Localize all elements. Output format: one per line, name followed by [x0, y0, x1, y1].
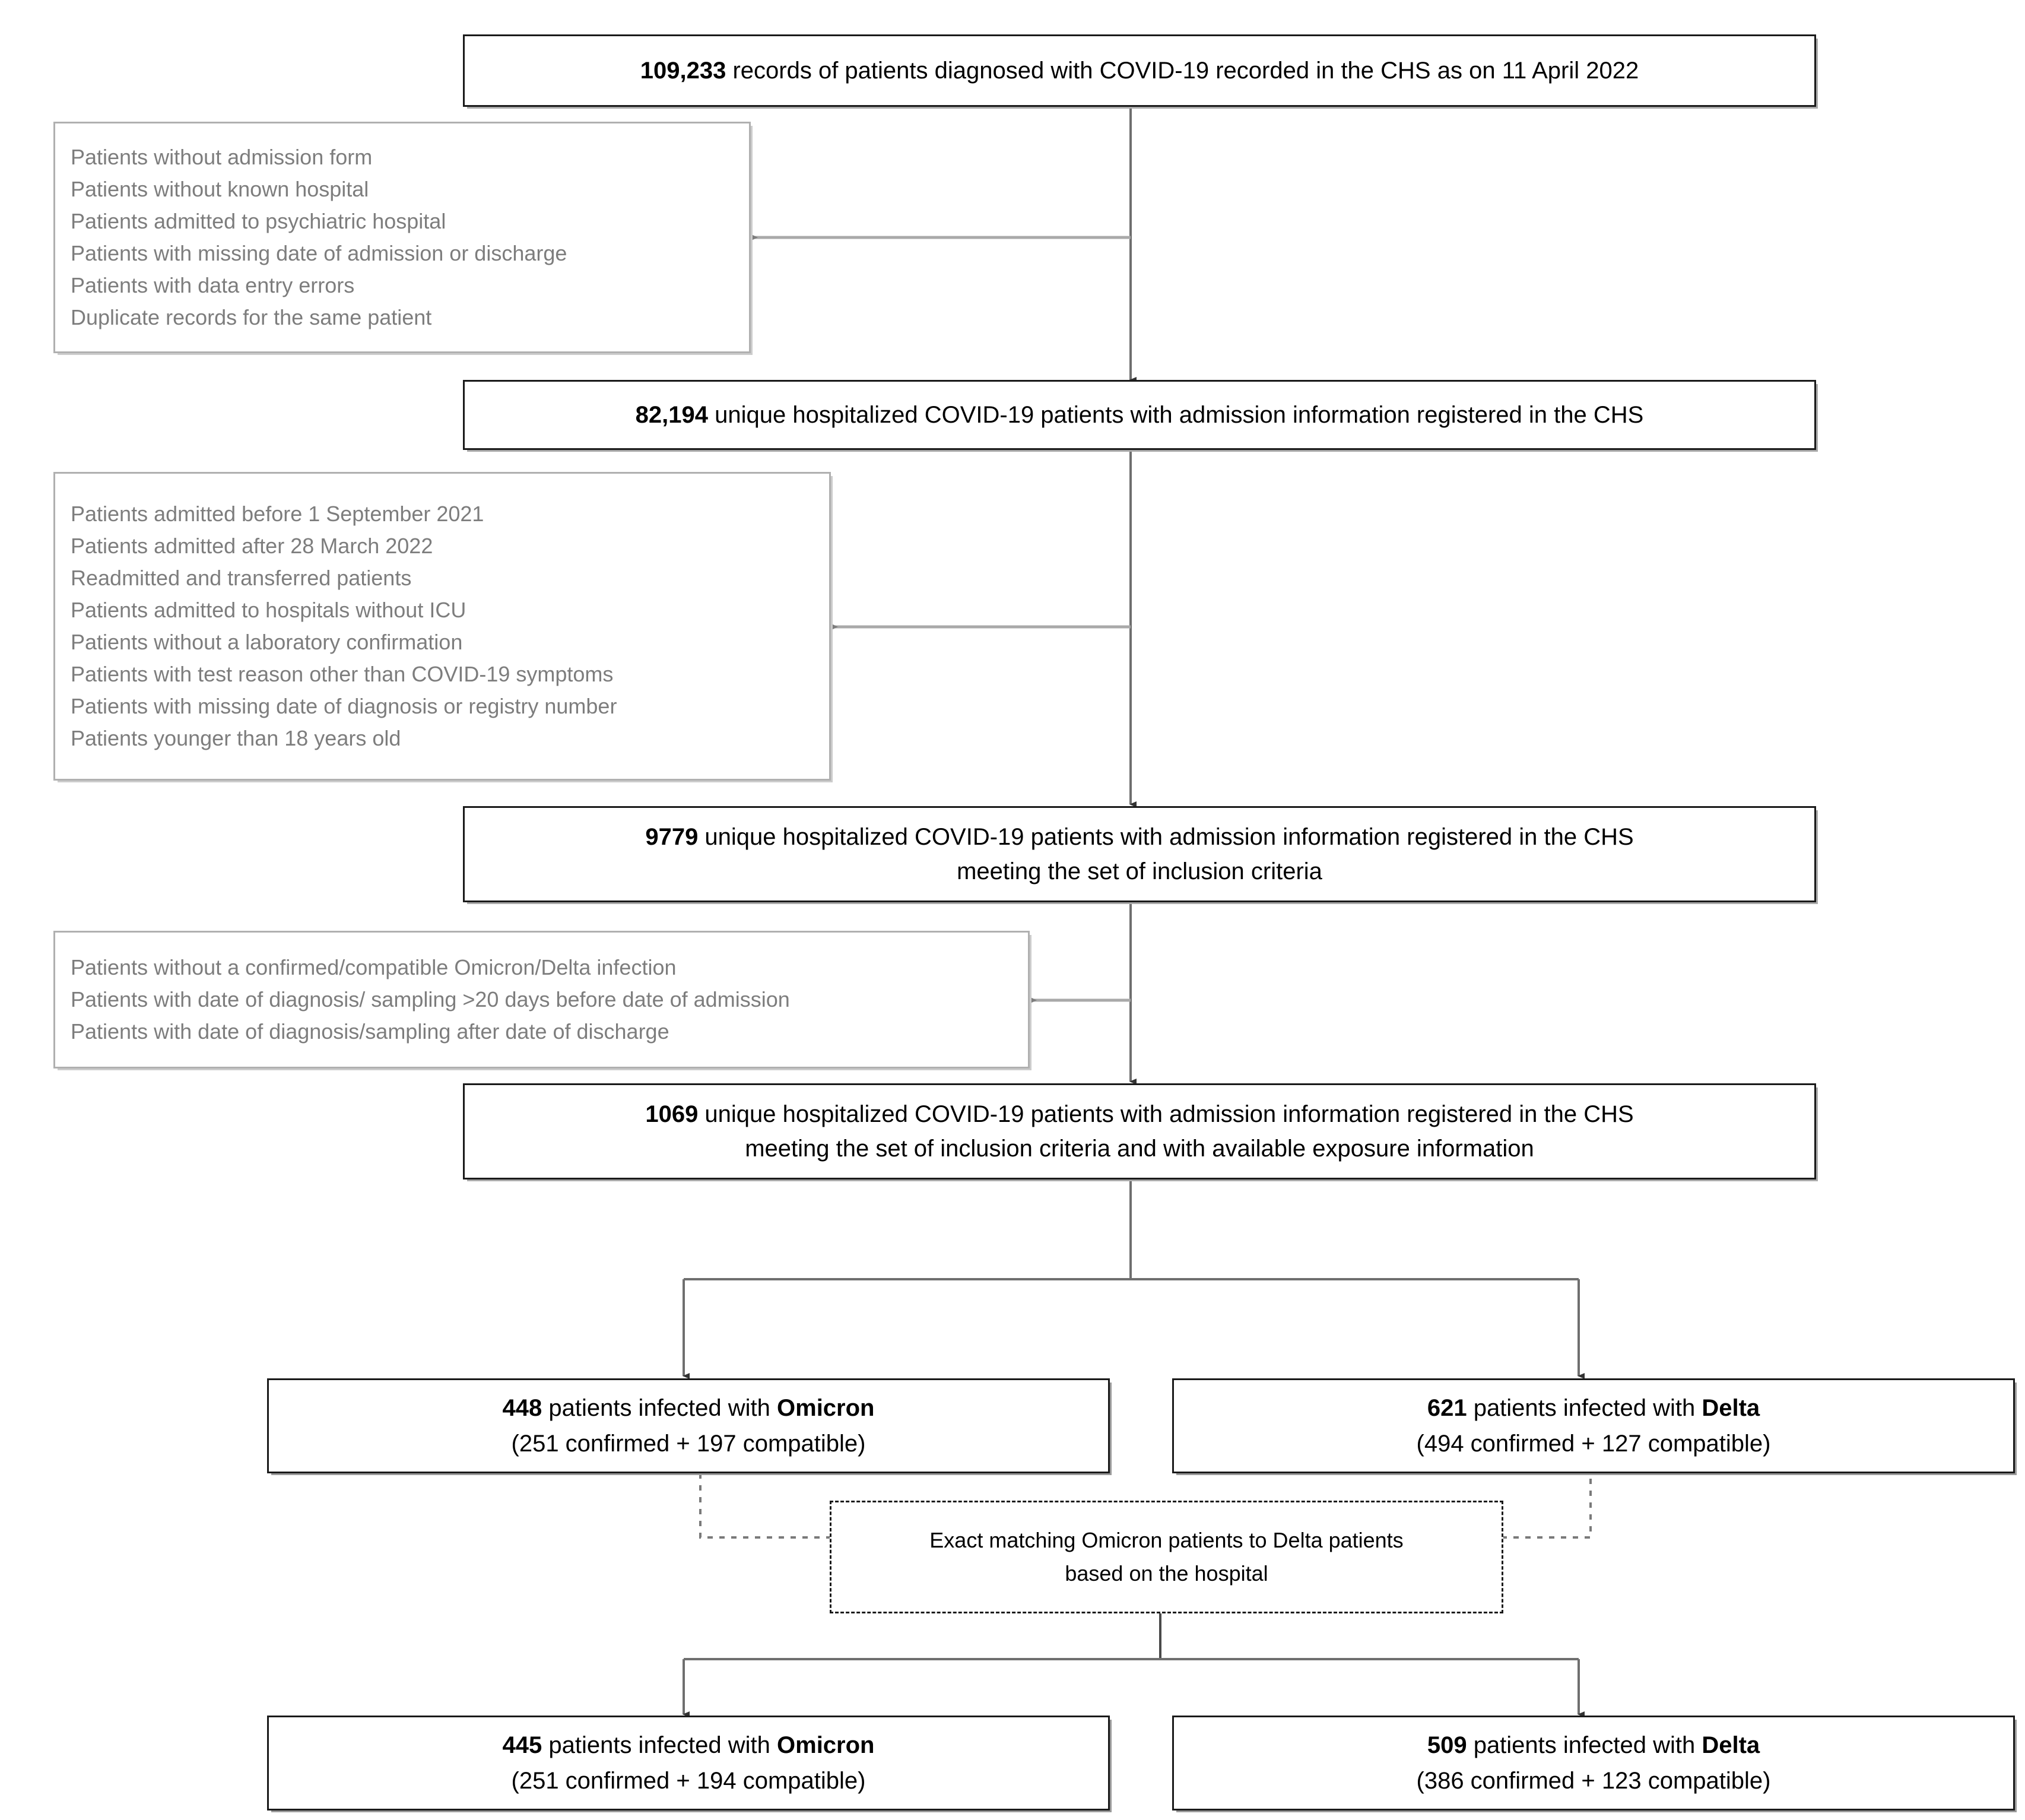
- node-total-records-count: 109,233: [640, 58, 726, 84]
- exclusion-item: Patients with test reason other than COV…: [71, 662, 614, 686]
- node-omicron-post-variant: Omicron: [777, 1732, 875, 1758]
- exclusion-item: Patients without admission form: [71, 145, 373, 169]
- exclusion-item: Patients admitted before 1 September 202…: [71, 502, 484, 526]
- exclusion-item: Patients admitted after 28 March 2022: [71, 534, 433, 558]
- exclusion-box-2: Patients admitted before 1 September 202…: [53, 472, 831, 781]
- exclusion-item: Patients with missing date of diagnosis …: [71, 694, 617, 718]
- node-delta-pre-variant: Delta: [1702, 1395, 1760, 1421]
- exclusion-item: Duplicate records for the same patient: [71, 305, 432, 329]
- node-delta-pre-line2: (494 confirmed + 127 compatible): [1416, 1431, 1771, 1457]
- node-inclusion-criteria-count: 9779: [645, 824, 699, 850]
- node-hospitalized-count: 82,194: [635, 402, 708, 428]
- node-matching-step: Exact matching Omicron patients to Delta…: [830, 1501, 1503, 1613]
- node-omicron-pre-count: 448: [502, 1395, 542, 1421]
- node-delta-post-line2: (386 confirmed + 123 compatible): [1416, 1768, 1771, 1794]
- node-omicron-post-count: 445: [502, 1732, 542, 1758]
- node-omicron-post-line1: 445 patients infected with Omicron: [281, 1727, 1096, 1763]
- node-omicron-pre-line2: (251 confirmed + 197 compatible): [511, 1431, 866, 1457]
- node-delta-post-count: 509: [1427, 1732, 1467, 1758]
- node-omicron-pre-matching: 448 patients infected with Omicron (251 …: [267, 1378, 1110, 1473]
- node-exposure-info-count: 1069: [645, 1101, 699, 1127]
- connector-matching-to-delta: [1502, 1467, 1592, 1539]
- node-exposure-info: 1069 unique hospitalized COVID-19 patien…: [463, 1083, 1816, 1179]
- node-delta-post-matching: 509 patients infected with Delta (386 co…: [1172, 1716, 2015, 1811]
- node-omicron-post-label: patients infected with: [542, 1732, 777, 1758]
- node-inclusion-criteria-line2: meeting the set of inclusion criteria: [957, 858, 1322, 884]
- node-delta-pre-label: patients infected with: [1467, 1395, 1702, 1421]
- node-delta-pre-count: 621: [1427, 1395, 1467, 1421]
- node-delta-pre-matching: 621 patients infected with Delta (494 co…: [1172, 1378, 2015, 1473]
- node-hospitalized-label: unique hospitalized COVID-19 patients wi…: [707, 402, 1644, 428]
- node-inclusion-criteria-text: 9779 unique hospitalized COVID-19 patien…: [480, 820, 1799, 889]
- exclusion-item: Patients without a laboratory confirmati…: [71, 630, 463, 654]
- node-omicron-pre-line1: 448 patients infected with Omicron: [281, 1390, 1096, 1426]
- node-matching-line2: based on the hospital: [1065, 1561, 1268, 1586]
- exclusion-item: Patients without a confirmed/compatible …: [71, 955, 677, 979]
- exclusion-item: Patients with data entry errors: [71, 273, 355, 297]
- node-delta-pre-line1: 621 patients infected with Delta: [1186, 1390, 2001, 1426]
- exclusion-item: Patients with date of diagnosis/sampling…: [71, 1019, 669, 1044]
- exclusion-item: Readmitted and transferred patients: [71, 566, 412, 590]
- node-exposure-info-label: unique hospitalized COVID-19 patients wi…: [698, 1101, 1634, 1127]
- node-total-records-label: records of patients diagnosed with COVID…: [726, 58, 1639, 84]
- exclusion-box-1: Patients without admission form Patients…: [53, 122, 751, 353]
- exclusion-item: Patients admitted to psychiatric hospita…: [71, 209, 446, 233]
- node-delta-post-variant: Delta: [1702, 1732, 1760, 1758]
- node-inclusion-criteria: 9779 unique hospitalized COVID-19 patien…: [463, 806, 1816, 902]
- node-omicron-post-matching: 445 patients infected with Omicron (251 …: [267, 1716, 1110, 1811]
- exclusion-item: Patients with date of diagnosis/ samplin…: [71, 987, 790, 1012]
- node-omicron-post-line2: (251 confirmed + 194 compatible): [511, 1768, 866, 1794]
- node-hospitalized: 82,194 unique hospitalized COVID-19 pati…: [463, 380, 1816, 450]
- node-hospitalized-text: 82,194 unique hospitalized COVID-19 pati…: [480, 398, 1799, 432]
- node-matching-line1: Exact matching Omicron patients to Delta…: [929, 1528, 1404, 1553]
- node-inclusion-criteria-label: unique hospitalized COVID-19 patients wi…: [698, 824, 1634, 850]
- exclusion-item: Patients younger than 18 years old: [71, 726, 401, 750]
- node-omicron-pre-variant: Omicron: [777, 1395, 875, 1421]
- node-total-records-text: 109,233 records of patients diagnosed wi…: [480, 53, 1799, 88]
- node-exposure-info-line2: meeting the set of inclusion criteria an…: [745, 1136, 1534, 1162]
- exclusion-item: Patients with missing date of admission …: [71, 241, 567, 265]
- exclusion-item: Patients without known hospital: [71, 177, 369, 201]
- node-delta-post-label: patients infected with: [1467, 1732, 1702, 1758]
- exclusion-box-3: Patients without a confirmed/compatible …: [53, 931, 1030, 1068]
- node-omicron-pre-label: patients infected with: [542, 1395, 777, 1421]
- node-total-records: 109,233 records of patients diagnosed wi…: [463, 34, 1816, 107]
- node-delta-post-line1: 509 patients infected with Delta: [1186, 1727, 2001, 1763]
- exclusion-item: Patients admitted to hospitals without I…: [71, 598, 466, 622]
- node-exposure-info-text: 1069 unique hospitalized COVID-19 patien…: [480, 1097, 1799, 1166]
